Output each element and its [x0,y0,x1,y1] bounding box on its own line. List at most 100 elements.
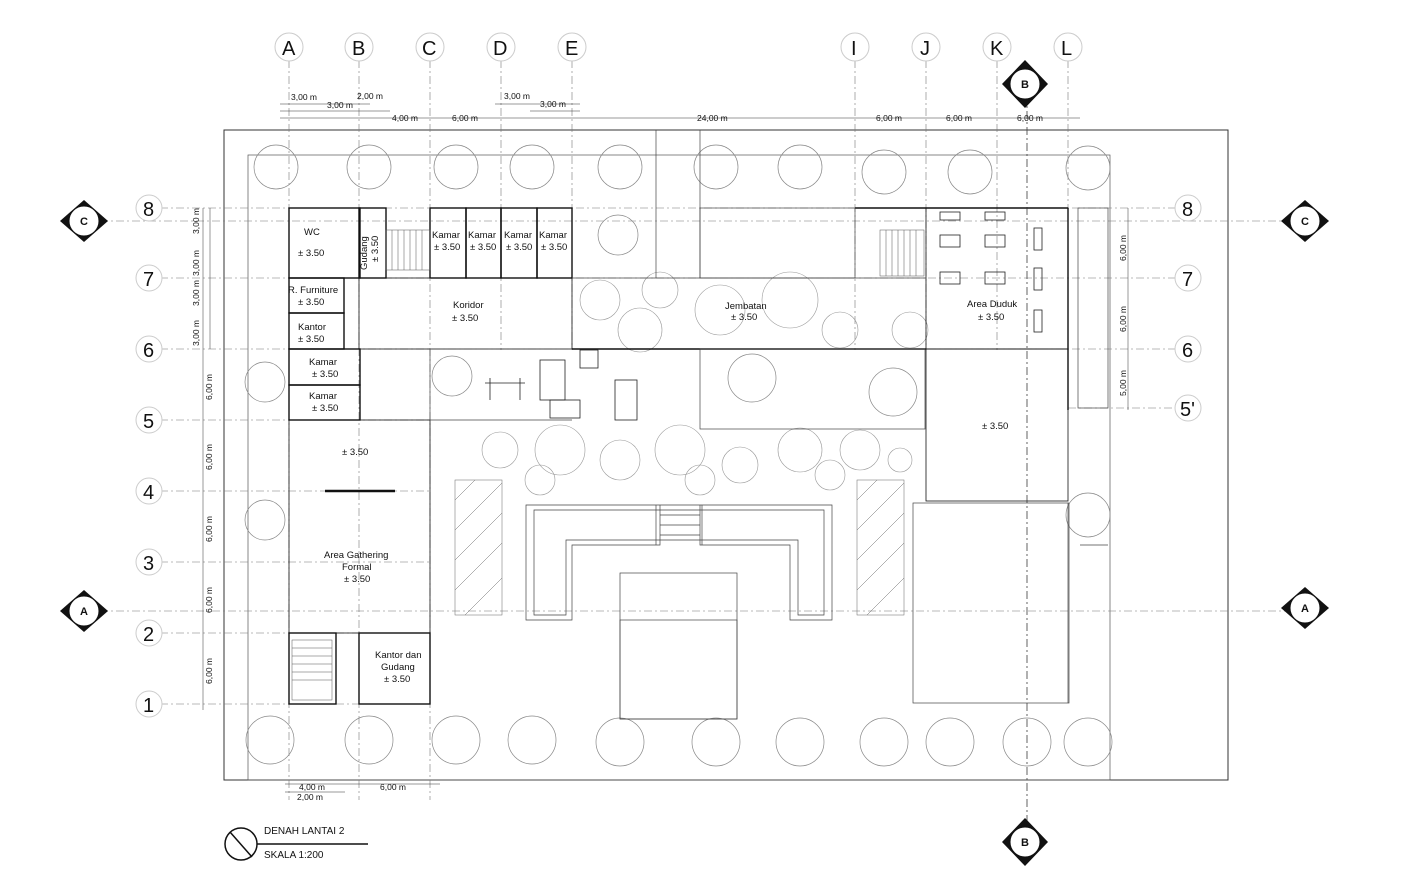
room-kantor-gudang-line2: Gudang [381,662,415,673]
dimension-lines-bottom [285,783,440,793]
trees-top [253,144,1111,256]
room-kamar-5-label: Kamar [309,357,337,368]
trees-bottom [245,715,1113,767]
grid-bubble-7-right: 7 [1174,264,1202,292]
dim-top-3: 2,00 m [357,91,383,101]
dim-left-7: 6,00 m [204,516,214,542]
room-wc-label: WC [304,227,320,238]
svg-text:5: 5 [143,411,154,433]
dim-left-3: 3,00 m [191,280,201,306]
dim-right-1: 6,00 m [1118,235,1128,261]
svg-text:3: 3 [143,553,154,575]
svg-text:L: L [1061,38,1072,60]
room-kamar-1-label: Kamar [432,230,460,241]
room-hall-level: ± 3.50 [342,447,368,458]
svg-text:B: B [1021,837,1029,849]
drawing-scale: SKALA 1:200 [264,850,324,861]
room-east-hall-level: ± 3.50 [982,421,1008,432]
dim-left-9: 6,00 m [204,658,214,684]
grid-lines-vertical [288,60,1069,830]
seating-furniture [939,211,1043,333]
grid-lines-horizontal [100,207,1290,705]
svg-text:8: 8 [143,199,154,221]
room-kamar-4-level: ± 3.50 [541,242,567,253]
room-kamar-5-level: ± 3.50 [312,369,338,380]
grid-bubble-j: J [911,32,941,62]
svg-text:I: I [851,38,857,60]
svg-text:4: 4 [143,482,154,504]
trees-other [244,353,1111,541]
svg-text:C: C [422,38,436,60]
room-gathering-line1: Area Gathering [324,550,388,561]
room-jembatan-level: ± 3.50 [731,312,757,323]
dim-bottom-2: 2,00 m [297,792,323,802]
grid-bubble-d: D [486,32,516,62]
svg-text:D: D [493,38,507,60]
room-kamar-6-level: ± 3.50 [312,403,338,414]
dim-left-6: 6,00 m [204,444,214,470]
site-boundary [223,129,1229,781]
dim-left-5: 6,00 m [204,374,214,400]
room-kamar-2-label: Kamar [468,230,496,241]
svg-text:7: 7 [1182,269,1193,291]
dim-left-4: 3,00 m [191,320,201,346]
room-kantor-level: ± 3.50 [298,334,324,345]
grid-bubble-e: E [557,32,587,62]
svg-text:J: J [920,38,930,60]
dim-top-2: 3,00 m [327,100,353,110]
dim-right-2: 6,00 m [1118,306,1128,332]
dim-left-1: 3,00 m [191,208,201,234]
dim-bottom-1: 4,00 m [299,782,325,792]
dimension-lines-left [202,208,211,710]
dim-top-5: 6,00 m [452,113,478,123]
dim-left-8: 6,00 m [204,587,214,613]
room-area-duduk-label: Area Duduk [967,299,1017,310]
grid-bubble-6-left: 6 [135,335,163,363]
stairs [291,229,925,701]
svg-text:B: B [352,38,365,60]
svg-text:7: 7 [143,269,154,291]
site-inner-boundary [247,154,1111,781]
grid-bubble-7-left: 7 [135,264,163,292]
amphitheatre [525,502,1108,720]
svg-text:C: C [1301,216,1309,228]
room-gathering-line2: Formal [342,562,372,573]
title-block: DENAH LANTAI 2 SKALA 1:200 [224,826,368,861]
grid-bubble-8-left: 8 [135,194,163,222]
svg-text:2: 2 [143,624,154,646]
room-kamar-4-label: Kamar [539,230,567,241]
svg-text:6: 6 [143,340,154,362]
drawing-title: DENAH LANTAI 2 [264,826,345,837]
dim-top-1: 3,00 m [291,92,317,102]
dim-right-3: 5,00 m [1118,370,1128,396]
svg-text:6: 6 [1182,340,1193,362]
svg-text:A: A [282,38,296,60]
room-gudang-label: Gudang [359,236,370,270]
grid-bubble-4-left: 4 [135,477,163,505]
grid-bubble-3-left: 3 [135,548,163,576]
building-walls [288,207,1069,705]
svg-text:K: K [990,38,1004,60]
dim-top-10: 6,00 m [946,113,972,123]
hatched-ramps [454,479,905,616]
dim-top-8: 24,00 m [697,113,728,123]
room-kamar-3-level: ± 3.50 [506,242,532,253]
svg-text:B: B [1021,79,1029,91]
room-kantor-gudang-level: ± 3.50 [384,674,410,685]
dim-top-11: 6,00 m [1017,113,1043,123]
room-kamar-6-label: Kamar [309,391,337,402]
room-area-duduk-level: ± 3.50 [978,312,1004,323]
svg-text:8: 8 [1182,199,1193,221]
playground [485,349,638,421]
room-gathering-level: ± 3.50 [344,574,370,585]
grid-bubble-5-left: 5 [135,406,163,434]
svg-text:1: 1 [143,695,154,717]
svg-text:C: C [80,216,88,228]
dim-top-6: 3,00 m [504,91,530,101]
svg-text:5': 5' [1180,399,1195,421]
dim-bottom-3: 6,00 m [380,782,406,792]
grid-bubble-2-left: 2 [135,619,163,647]
room-kamar-2-level: ± 3.50 [470,242,496,253]
section-marker-c-right: C [1281,200,1329,242]
